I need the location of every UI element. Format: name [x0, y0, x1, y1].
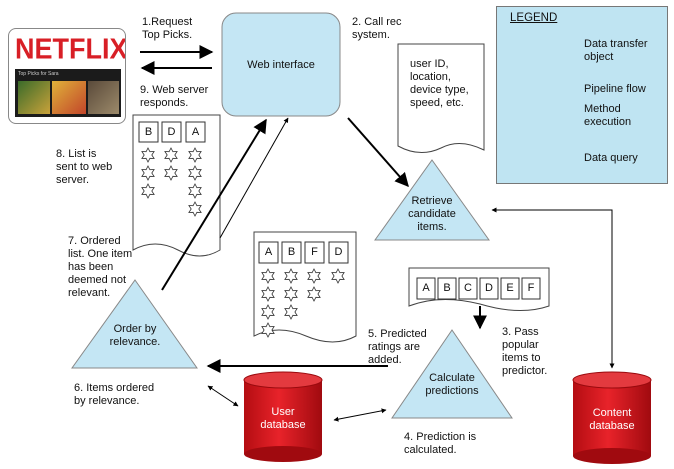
step7-label: 7. Ordered list. One item has been deeme… [68, 235, 133, 299]
legend-label-pipeline: Pipeline flow [584, 83, 646, 95]
thumbnail-image [52, 81, 86, 114]
content-database-cylinder [572, 371, 652, 464]
legend-label-method: Method execution [584, 103, 632, 128]
star-icon [188, 147, 202, 163]
step6-label: 6. Items ordered by relevance. [74, 382, 155, 407]
content-db-label: Content database [589, 407, 635, 432]
arrow-call-rec [347, 117, 409, 188]
star-icon [141, 147, 155, 163]
star-icon [188, 165, 202, 181]
step8-label: 8. List is sent to web server. [56, 148, 113, 186]
step2-label: 2. Call rec system. [352, 16, 402, 41]
star-icon [261, 268, 275, 284]
user-info-document [397, 43, 485, 153]
star-icon [307, 286, 321, 302]
query-order-userdb [207, 385, 239, 407]
step1-label: 1.Request Top Picks. [142, 16, 193, 41]
predicted-letter-boxes [258, 241, 349, 264]
user-database-cylinder [243, 371, 323, 462]
netflix-top-picks-row: Top Picks for Sara [15, 69, 121, 117]
retrieve-label: Retrieve candidate items. [408, 195, 456, 233]
legend-label-data-query: Data query [584, 152, 638, 164]
predicted-letter: F [311, 246, 318, 258]
predicted-letter: B [287, 246, 296, 258]
star-icon [141, 165, 155, 181]
step3-label: 3. Pass popular items to predictor. [502, 326, 548, 377]
netflix-screenshot: NETFLIX Top Picks for Sara [8, 28, 126, 124]
order-label: Order by relevance. [109, 323, 161, 348]
thumbnail-image [88, 81, 119, 114]
calculate-triangle [391, 329, 513, 419]
star-icon [331, 268, 345, 284]
ordered-letter-boxes [138, 121, 206, 143]
web-interface-label: Web interface [247, 59, 315, 71]
candidate-letter: B [443, 282, 451, 294]
star-icon [164, 165, 178, 181]
netflix-logo: NETFLIX [15, 33, 126, 65]
ordered-letter: B [144, 126, 153, 138]
query-retrieve-contentdb [491, 207, 615, 369]
star-icon [261, 286, 275, 302]
star-icon [261, 322, 275, 338]
arrow-to-web [161, 118, 267, 291]
candidate-letter: E [506, 282, 514, 294]
predicted-letter: A [264, 246, 273, 258]
step4-label: 4. Prediction is calculated. [404, 431, 477, 456]
star-icon [307, 268, 321, 284]
predicted-letter: D [334, 246, 343, 258]
user-db-label: User database [260, 406, 306, 431]
web-interface-node [221, 12, 341, 117]
legend-box [496, 6, 668, 184]
candidate-letter: A [422, 282, 430, 294]
star-icon [188, 183, 202, 199]
arrow-list-to-web [219, 117, 289, 239]
candidate-letter: D [485, 282, 493, 294]
step9-label: 9. Web server responds. [140, 84, 209, 109]
candidate-letter: F [527, 282, 535, 294]
star-icon [284, 304, 298, 320]
ordered-letter: A [191, 126, 200, 138]
rating-stars [141, 147, 345, 338]
star-icon [164, 147, 178, 163]
legend-title: LEGEND [510, 12, 558, 24]
star-icon [284, 286, 298, 302]
star-icon [188, 201, 202, 217]
ordered-list-document [132, 114, 221, 257]
order-triangle [71, 279, 198, 369]
user-info-text: user ID, location, device type, speed, e… [410, 58, 469, 109]
star-icon [284, 268, 298, 284]
retrieve-triangle [374, 159, 490, 241]
candidate-letter: C [464, 282, 472, 294]
legend-label-data-transfer: Data transfer object [584, 38, 648, 63]
step5-label: 5. Predicted ratings are added. [368, 328, 427, 366]
netflix-row-label: Top Picks for Sara [18, 71, 59, 77]
thumbnail-image [18, 81, 50, 114]
calculate-label: Calculate predictions [425, 372, 479, 397]
ordered-letter: D [167, 126, 176, 138]
query-userdb-calc [333, 408, 387, 422]
star-icon [141, 183, 155, 199]
star-icon [261, 304, 275, 320]
